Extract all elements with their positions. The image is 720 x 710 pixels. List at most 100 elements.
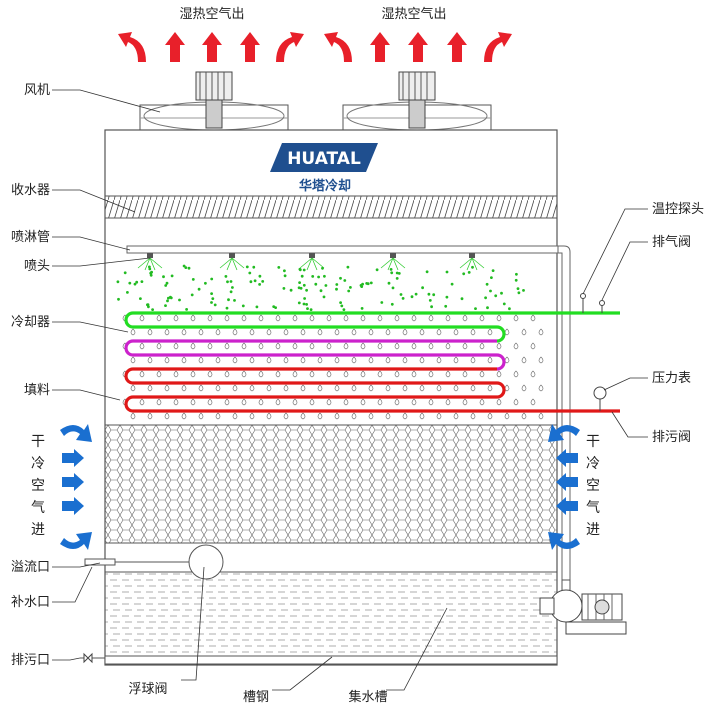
water-drop xyxy=(521,384,527,392)
air-inlet-arrow-left xyxy=(60,532,92,550)
water-drop xyxy=(445,342,451,350)
spray-droplet xyxy=(126,291,129,294)
water-drop xyxy=(530,398,536,406)
water-drop xyxy=(215,356,221,364)
spray-droplet xyxy=(210,277,214,281)
spray-droplet xyxy=(306,307,309,310)
spray-droplet xyxy=(146,303,149,307)
spray-droplet xyxy=(211,297,215,300)
spray-droplet xyxy=(399,293,403,296)
water-drop xyxy=(207,342,213,350)
spray-droplet xyxy=(390,302,394,306)
water-drop xyxy=(334,328,340,336)
float-valve xyxy=(188,544,224,580)
water-drop xyxy=(139,370,145,378)
spray-droplet xyxy=(323,274,326,278)
hot-air-arrow xyxy=(484,32,512,62)
spray-nozzle xyxy=(469,253,475,258)
spray-droplets xyxy=(116,264,525,311)
spray-droplet xyxy=(460,297,464,301)
water-drop xyxy=(538,412,544,420)
spray-droplet xyxy=(149,273,153,277)
water-drop xyxy=(232,356,238,364)
spray-droplet xyxy=(302,302,306,306)
water-drop xyxy=(292,314,298,322)
spray-droplet xyxy=(261,280,265,283)
spray-droplet xyxy=(190,293,194,297)
water-drop xyxy=(309,314,315,322)
water-drop xyxy=(411,314,417,322)
water-drop xyxy=(300,412,306,420)
spray-droplet xyxy=(339,276,342,280)
collection-basin xyxy=(104,571,558,661)
spray-droplet xyxy=(165,281,169,285)
leader-lines xyxy=(52,89,648,691)
spray-droplet xyxy=(229,290,233,294)
water-drop xyxy=(241,342,247,350)
water-drop xyxy=(428,370,434,378)
water-drop xyxy=(360,342,366,350)
water-drop xyxy=(283,328,289,336)
water-drop xyxy=(207,398,213,406)
water-drop xyxy=(258,370,264,378)
water-drop xyxy=(513,314,519,322)
spray-droplet xyxy=(248,271,252,275)
spray-droplet xyxy=(340,304,344,308)
water-drop xyxy=(173,314,179,322)
water-drop xyxy=(266,384,272,392)
spray-droplet xyxy=(197,287,201,291)
label-nozzle: 喷头 xyxy=(24,259,50,274)
water-drop xyxy=(351,328,357,336)
water-drop xyxy=(156,314,162,322)
water-drop xyxy=(317,356,323,364)
spray-droplet xyxy=(298,281,301,284)
water-drop xyxy=(156,342,162,350)
water-drop xyxy=(402,356,408,364)
water-drop xyxy=(487,328,493,336)
spray-droplet xyxy=(302,283,306,287)
spray-droplet xyxy=(185,308,189,311)
water-drop xyxy=(283,412,289,420)
label-hot-air-right: 湿热空气出 xyxy=(381,6,446,22)
spray-droplet xyxy=(148,265,151,269)
water-drop xyxy=(385,384,391,392)
water-drop xyxy=(445,370,451,378)
water-drop xyxy=(411,370,417,378)
spray-droplet xyxy=(445,270,449,274)
spray-droplet xyxy=(410,295,414,299)
water-drop xyxy=(317,412,323,420)
hot-air-arrows xyxy=(118,32,512,62)
spray-droplet xyxy=(375,268,379,272)
water-drop xyxy=(343,342,349,350)
hot-air-arrow xyxy=(202,32,222,62)
water-drop xyxy=(436,384,442,392)
spray-droplet xyxy=(427,292,431,296)
water-drop xyxy=(504,328,510,336)
water-drop xyxy=(462,370,468,378)
water-drop xyxy=(147,412,153,420)
water-drop xyxy=(139,398,145,406)
water-drop xyxy=(300,328,306,336)
water-drop xyxy=(496,314,502,322)
spray-droplet xyxy=(164,284,168,287)
water-drop xyxy=(394,398,400,406)
spray-droplet xyxy=(258,283,261,286)
water-drop xyxy=(275,342,281,350)
water-drop xyxy=(190,398,196,406)
water-drop xyxy=(479,398,485,406)
water-drop xyxy=(258,342,264,350)
vent-valve xyxy=(599,300,605,306)
water-drop xyxy=(470,384,476,392)
water-drop xyxy=(326,314,332,322)
spray-droplet xyxy=(339,301,342,304)
spray-droplet xyxy=(213,303,217,307)
spray-droplet xyxy=(297,301,301,305)
water-drop xyxy=(198,384,204,392)
water-drop xyxy=(181,412,187,420)
label-coil: 冷却器 xyxy=(11,315,50,330)
spray-nozzle xyxy=(390,253,396,258)
spray-droplet xyxy=(117,297,120,301)
water-drop xyxy=(258,398,264,406)
